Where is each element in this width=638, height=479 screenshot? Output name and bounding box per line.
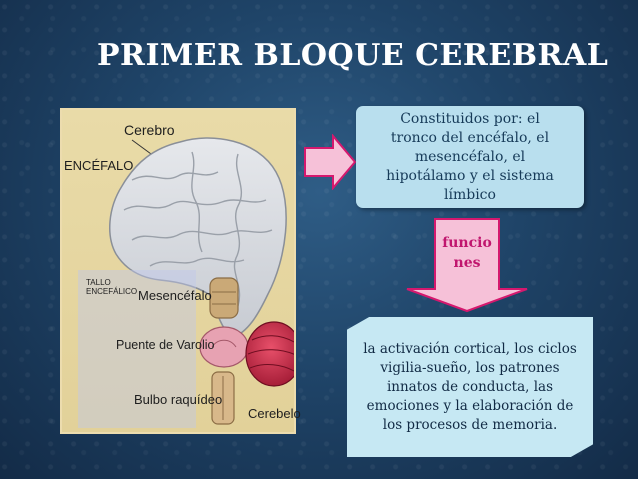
composition-line-5: límbico [444, 186, 496, 203]
label-bulbo: Bulbo raquídeo [134, 392, 223, 407]
functions-label-line-1: funcio [442, 235, 492, 251]
composition-line-1: Constituidos por: el [400, 110, 540, 127]
label-cerebelo: Cerebelo [248, 406, 301, 421]
brain-drawing [78, 137, 294, 428]
functions-box: la activación cortical, los ciclos vigil… [347, 317, 593, 457]
functions-label-line-2: nes [453, 255, 481, 271]
cerebellum-shape [245, 321, 294, 387]
brainstem-panel [78, 270, 196, 428]
label-tallo-line2: ENCEFÁLICO [86, 287, 138, 296]
slide-title: PRIMER BLOQUE CEREBRAL [97, 38, 609, 73]
right-arrow-icon [304, 134, 357, 190]
label-mesencefalo: Mesencéfalo [138, 288, 212, 303]
functions-line-1: la activación cortical, los ciclos [363, 340, 577, 357]
label-puente: Puente de Varolio [116, 338, 215, 352]
label-tallo: TALLO ENCEFÁLICO [86, 278, 137, 296]
functions-line-4: emociones y la elaboración de [366, 397, 574, 414]
gyri-lines [123, 151, 273, 307]
composition-line-3: mesencéfalo, el [414, 148, 526, 165]
label-tallo-line1: TALLO [86, 278, 111, 287]
brain-illustration: Cerebro ENCÉFALO TALLO ENCEFÁLICO Mesenc… [62, 110, 301, 432]
composition-text: Constituidos por: el tronco del encéfalo… [386, 110, 554, 205]
label-encefalo: ENCÉFALO [64, 158, 134, 173]
functions-label: funcio nes [437, 233, 497, 273]
composition-line-4: hipotálamo y el sistema [386, 167, 554, 184]
composition-box: Constituidos por: el tronco del encéfalo… [356, 106, 584, 208]
functions-line-3: innatos de conducta, las [386, 378, 554, 395]
functions-line-5: los procesos de memoria. [382, 416, 558, 433]
label-cerebro: Cerebro [124, 122, 175, 138]
down-arrow-icon [406, 218, 528, 313]
mesencephalon-shape [209, 277, 239, 319]
composition-line-2: tronco del encéfalo, el [390, 129, 550, 146]
functions-line-2: vigilia-sueño, los patrones [380, 359, 560, 376]
functions-text: la activación cortical, los ciclos vigil… [363, 340, 577, 435]
